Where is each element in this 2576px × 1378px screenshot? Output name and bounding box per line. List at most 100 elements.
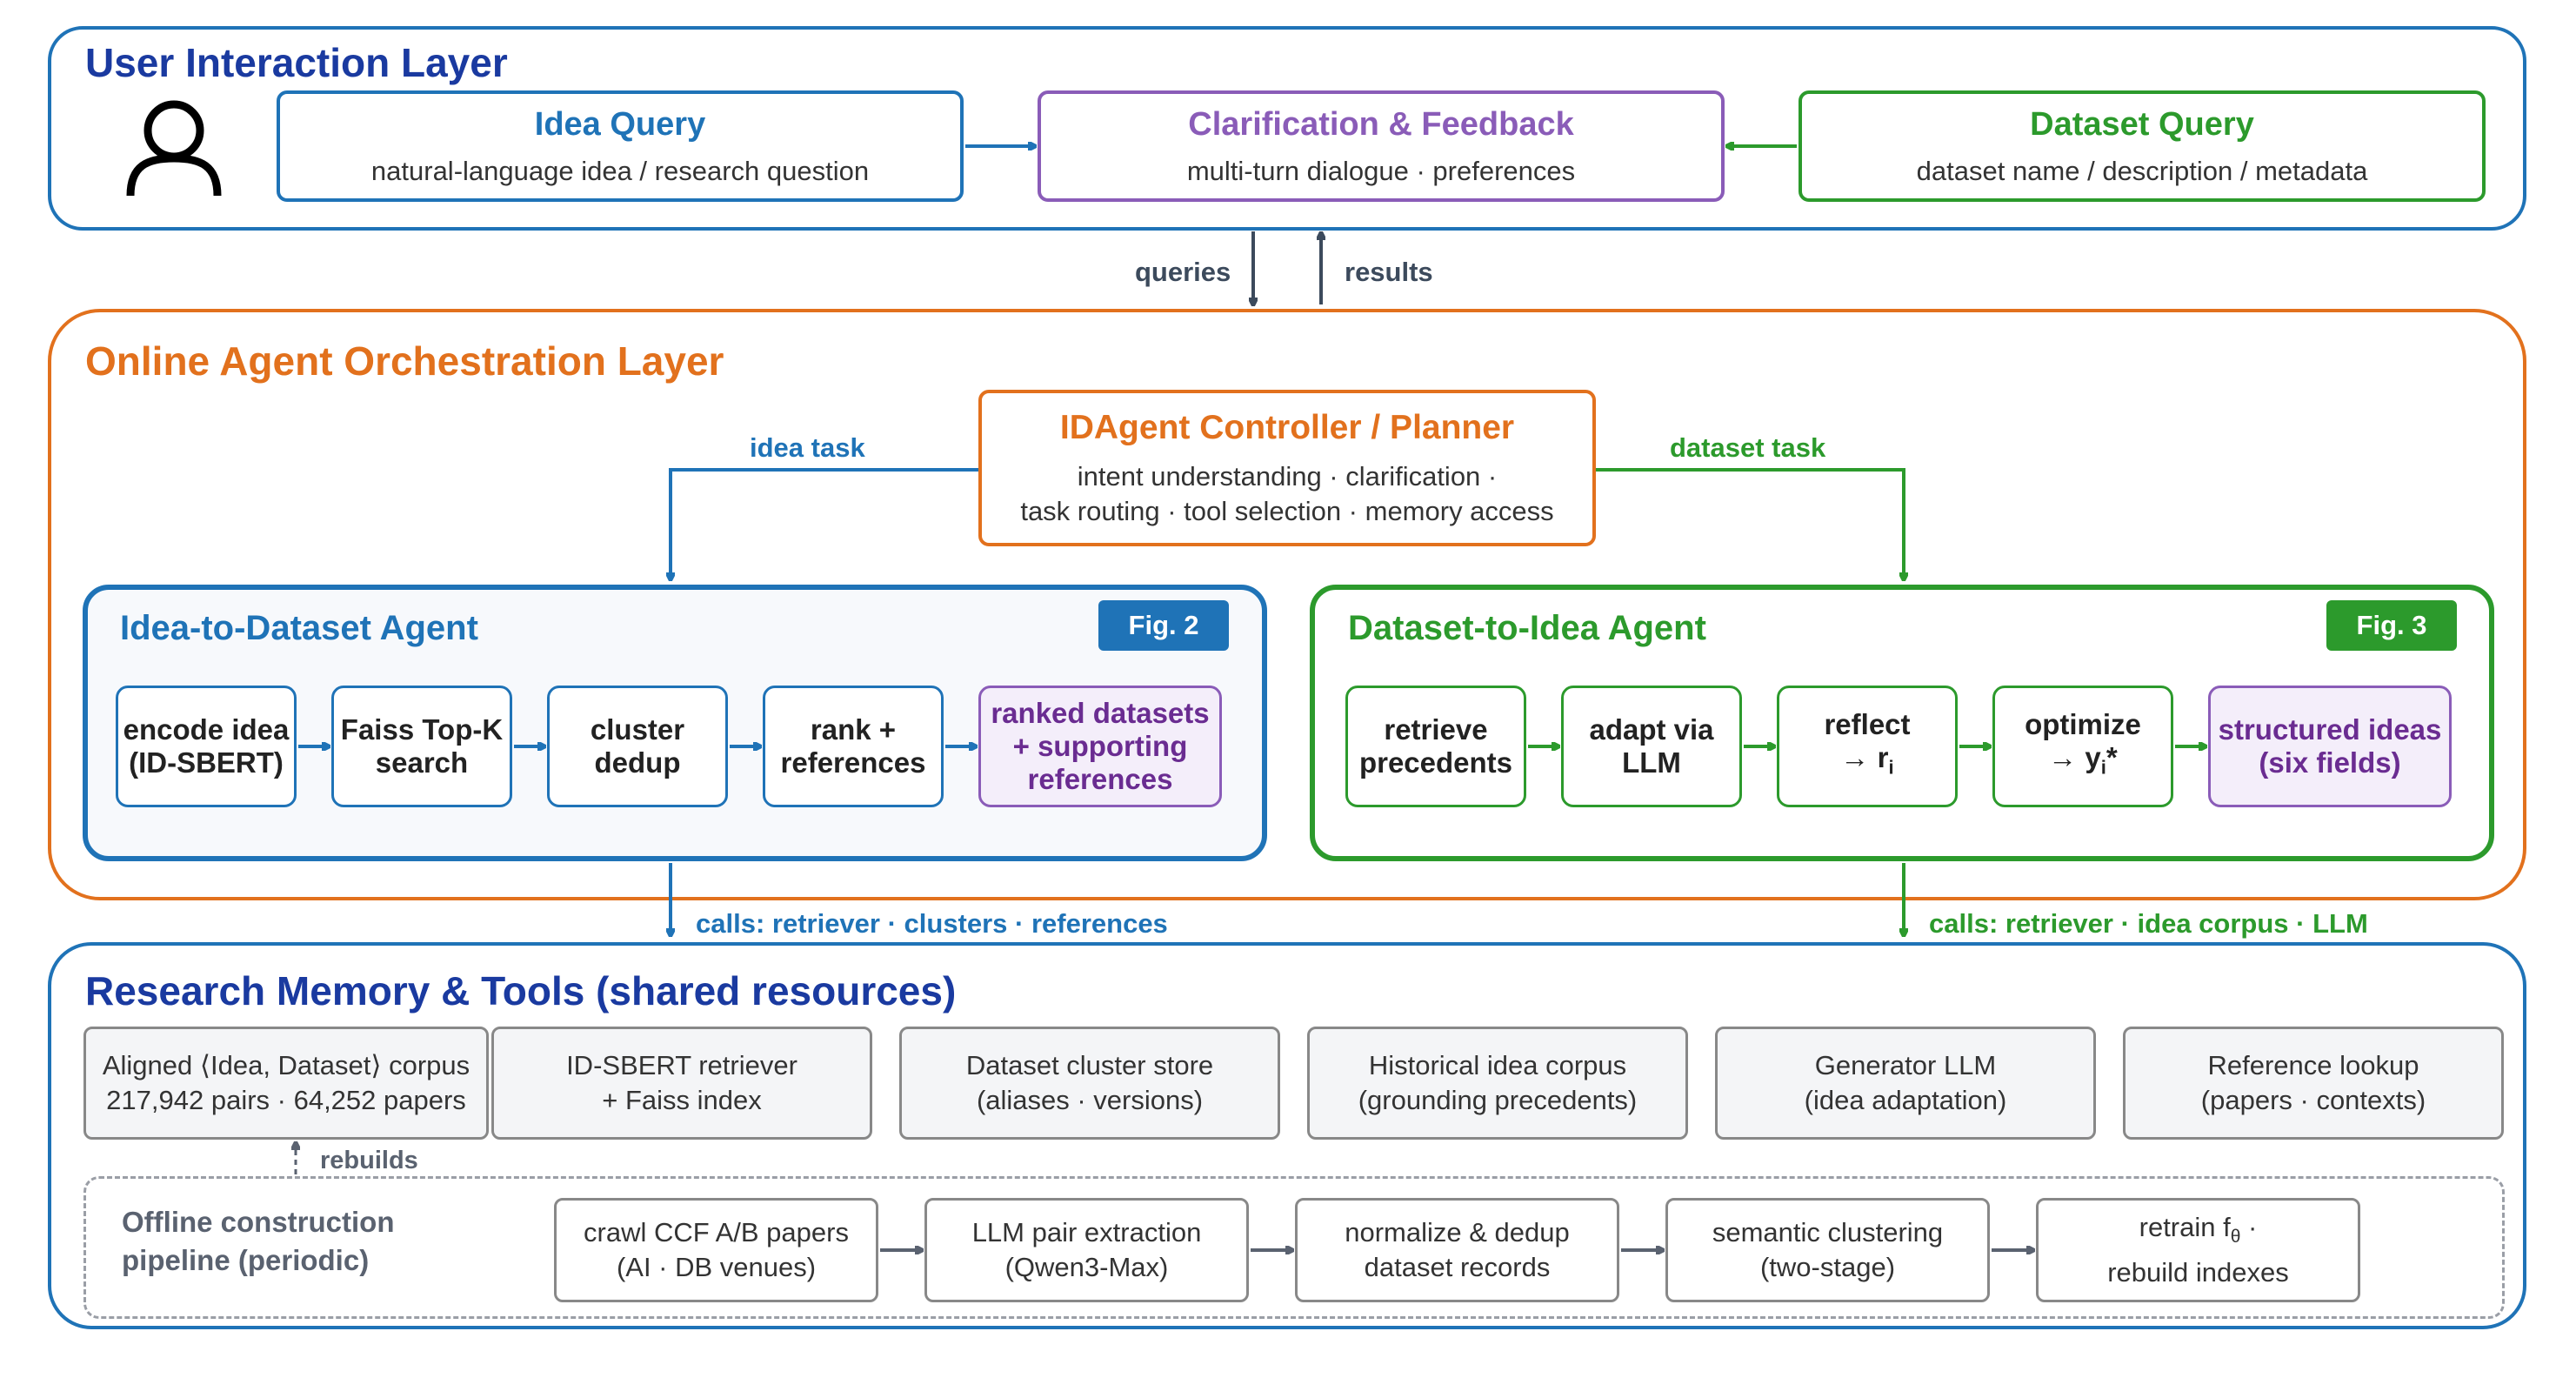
subscript: i <box>2100 756 2106 779</box>
dataset-agent-title: Dataset-to-Idea Agent <box>1348 609 1706 647</box>
offline-line: (two-stage) <box>1759 1252 1896 1282</box>
step-line: → ri <box>1840 741 1893 785</box>
arrow-idea-task <box>671 468 978 579</box>
step-line: → yi* <box>2048 741 2118 785</box>
idea-query-box[interactable]: Idea Query natural-language idea / resea… <box>277 90 964 202</box>
step-line: search <box>375 746 469 779</box>
arrow-dataset-task <box>1596 468 1904 579</box>
offline-line: LLM pair extraction <box>971 1217 1202 1248</box>
offline-line: normalize & dedup <box>1345 1217 1570 1248</box>
idea-agent-output[interactable]: ranked datasets + supporting references <box>978 686 1222 807</box>
resource-line: + Faiss index <box>602 1085 762 1115</box>
offline-text: · <box>2240 1212 2258 1243</box>
offline-step-extraction[interactable]: LLM pair extraction (Qwen3-Max) <box>924 1198 1249 1302</box>
step-line: LLM <box>1622 746 1681 779</box>
idea-agent-title: Idea-to-Dataset Agent <box>120 609 478 647</box>
idea-task-label: idea task <box>750 432 865 463</box>
offline-title-line: Offline construction <box>122 1206 395 1238</box>
fig3-badge-label: Fig. 3 <box>2356 610 2427 640</box>
output-line: structured ideas <box>2218 713 2442 746</box>
step-text: → y <box>2048 741 2101 774</box>
step-line: dedup <box>594 746 681 779</box>
resource-cluster-store[interactable]: Dataset cluster store (aliases · version… <box>899 1027 1280 1140</box>
resource-line: Reference lookup <box>2207 1050 2419 1080</box>
offline-pipeline <box>83 1176 2505 1319</box>
idea-query-subtitle: natural-language idea / research questio… <box>370 155 870 186</box>
resource-aligned-corpus[interactable]: Aligned ⟨Idea, Dataset⟩ corpus 217,942 p… <box>83 1027 489 1140</box>
offline-line: dataset records <box>1364 1252 1551 1282</box>
superscript: * <box>2106 741 2118 774</box>
resource-idsbert-retriever[interactable]: ID-SBERT retriever + Faiss index <box>491 1027 872 1140</box>
offline-line: rebuild indexes <box>2107 1256 2289 1288</box>
subscript: θ <box>2230 1227 2241 1248</box>
resource-line: Generator LLM <box>1814 1050 1997 1080</box>
offline-line: semantic clustering <box>1712 1217 1944 1248</box>
dataset-step-optimize[interactable]: optimize → yi* <box>1992 686 2173 807</box>
resource-line: (grounding precedents) <box>1358 1085 1638 1115</box>
resource-line: (papers · contexts) <box>2200 1085 2426 1115</box>
controller-title: IDAgent Controller / Planner <box>1059 409 1515 446</box>
resource-line: ID-SBERT retriever <box>566 1050 797 1080</box>
resource-line: Dataset cluster store <box>965 1050 1214 1080</box>
fig3-badge[interactable]: Fig. 3 <box>2326 600 2457 651</box>
orchestration-layer-title: Online Agent Orchestration Layer <box>85 338 724 384</box>
resource-idea-corpus[interactable]: Historical idea corpus (grounding preced… <box>1307 1027 1688 1140</box>
memory-layer-title: Research Memory & Tools (shared resource… <box>85 968 957 1013</box>
results-label: results <box>1345 257 1433 287</box>
clarification-subtitle: multi-turn dialogue · preferences <box>1186 155 1576 186</box>
offline-text: retrain f <box>2139 1212 2231 1243</box>
offline-step-clustering[interactable]: semantic clustering (two-stage) <box>1665 1198 1990 1302</box>
idea-step-faiss[interactable]: Faiss Top-K search <box>331 686 512 807</box>
output-line: (six fields) <box>2259 746 2401 779</box>
controller-line2: task routing · tool selection · memory a… <box>1020 496 1554 526</box>
orchestration-layer <box>48 309 2526 900</box>
resource-generator-llm[interactable]: Generator LLM (idea adaptation) <box>1715 1027 2096 1140</box>
offline-line: (AI · DB venues) <box>616 1252 817 1282</box>
fig2-badge[interactable]: Fig. 2 <box>1098 600 1229 651</box>
step-line: Faiss Top-K <box>340 713 504 746</box>
dataset-step-reflect[interactable]: reflect → ri <box>1777 686 1958 807</box>
step-line: (ID-SBERT) <box>129 746 284 779</box>
idea-query-title: Idea Query <box>534 105 706 143</box>
resource-reference-lookup[interactable]: Reference lookup (papers · contexts) <box>2123 1027 2504 1140</box>
dataset-query-box[interactable]: Dataset Query dataset name / description… <box>1799 90 2486 202</box>
offline-title-line: pipeline (periodic) <box>122 1244 370 1276</box>
calls-right-label: calls: retriever · idea corpus · LLM <box>1929 908 2368 939</box>
idea-step-encode[interactable]: encode idea (ID-SBERT) <box>116 686 297 807</box>
offline-step-retrain[interactable]: retrain fθ · rebuild indexes <box>2036 1198 2360 1302</box>
subscript: i <box>1888 756 1894 779</box>
output-line: references <box>1027 763 1173 795</box>
step-line: references <box>780 746 926 779</box>
output-line: + supporting <box>1012 730 1188 762</box>
resource-line: Aligned ⟨Idea, Dataset⟩ corpus <box>102 1050 470 1080</box>
offline-step-normalize[interactable]: normalize & dedup dataset records <box>1295 1198 1619 1302</box>
step-line: rank + <box>810 713 897 746</box>
resource-line: 217,942 pairs · 64,252 papers <box>106 1085 466 1115</box>
step-line: retrieve <box>1384 713 1488 746</box>
queries-label: queries <box>1135 257 1231 287</box>
offline-line: retrain fθ · <box>2139 1210 2258 1254</box>
step-line: encode idea <box>123 713 290 746</box>
idea-step-cluster[interactable]: cluster dedup <box>547 686 728 807</box>
offline-step-crawl[interactable]: crawl CCF A/B papers (AI · DB venues) <box>554 1198 878 1302</box>
output-line: ranked datasets <box>991 697 1210 729</box>
dataset-task-label: dataset task <box>1670 432 1826 463</box>
step-text: → r <box>1840 741 1889 774</box>
controller-box[interactable]: IDAgent Controller / Planner intent unde… <box>978 390 1596 546</box>
offline-line: (Qwen3-Max) <box>1004 1252 1169 1282</box>
user-layer-title: User Interaction Layer <box>85 40 508 85</box>
dataset-step-retrieve[interactable]: retrieve precedents <box>1345 686 1526 807</box>
resource-line: (aliases · versions) <box>976 1085 1204 1115</box>
idea-step-rank[interactable]: rank + references <box>763 686 944 807</box>
clarification-box[interactable]: Clarification & Feedback multi-turn dial… <box>1038 90 1725 202</box>
step-line: precedents <box>1358 746 1513 779</box>
dataset-agent-output[interactable]: structured ideas (six fields) <box>2208 686 2452 807</box>
calls-left-label: calls: retriever · clusters · references <box>696 908 1168 939</box>
step-line: optimize <box>2025 708 2141 741</box>
rebuilds-label: rebuilds <box>320 1147 418 1174</box>
offline-pipeline-title: Offline construction pipeline (periodic) <box>122 1203 395 1280</box>
dataset-step-adapt[interactable]: adapt via LLM <box>1561 686 1742 807</box>
controller-line1: intent understanding · clarification · <box>1077 461 1498 492</box>
user-interaction-layer <box>48 26 2526 231</box>
